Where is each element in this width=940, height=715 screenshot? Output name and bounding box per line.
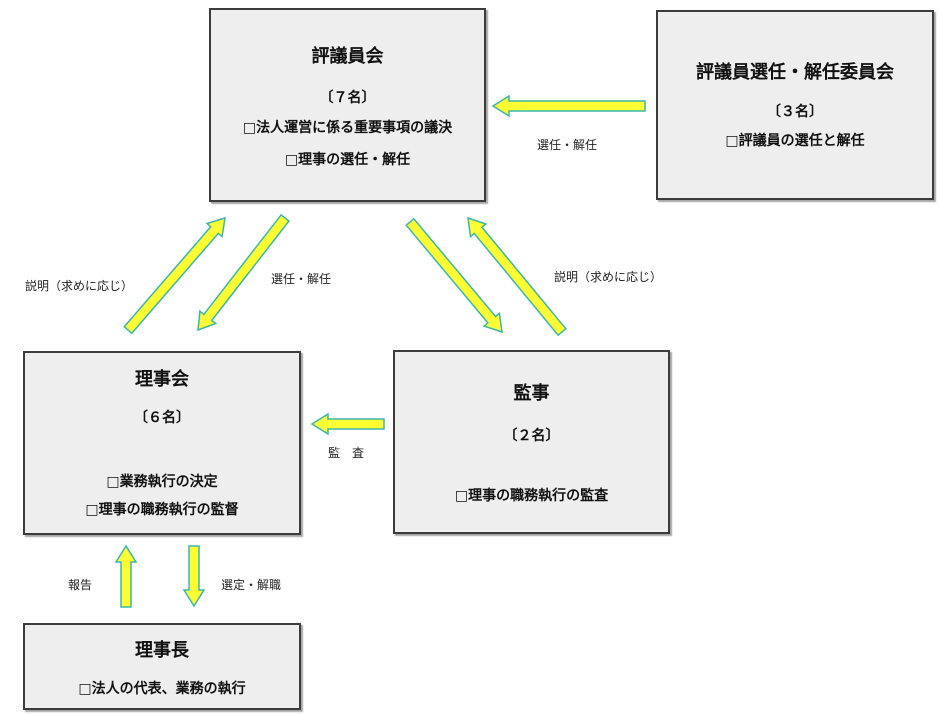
- label-auditors-to-board: 監 査: [328, 446, 365, 460]
- councilors-count: 〔７名〕: [319, 90, 376, 106]
- selection-committee-title: 評議員選任・解任委員会: [696, 62, 894, 83]
- councilors-duty-2: □理事の選任・解任: [284, 152, 411, 168]
- label-chairman-to-board: 報告: [68, 578, 93, 592]
- auditors-count: 〔２名〕: [503, 428, 560, 444]
- label-councilors-to-board: 選任・解任: [271, 272, 332, 286]
- arrow-board-to-councilors: [123, 216, 226, 335]
- board-duty-1: □業務執行の決定: [106, 474, 218, 490]
- arrow-councilors-to-board: [197, 213, 290, 332]
- arrow-auditors-to-councilors: [467, 216, 567, 337]
- board-duty-2: □理事の職務執行の監督: [85, 502, 239, 518]
- label-board-to-councilors: 説明（求めに応じ）: [25, 279, 134, 293]
- label-board-to-chairman: 選定・解職: [221, 578, 282, 592]
- board-box: 理事会 〔６名〕 □業務執行の決定 □理事の職務執行の監督: [23, 351, 301, 535]
- selection-committee-box: 評議員選任・解任委員会 〔３名〕 □評議員の選任と解任: [656, 10, 934, 200]
- auditors-duty-1: □理事の職務執行の監査: [454, 488, 609, 504]
- board-count: 〔６名〕: [134, 410, 190, 426]
- arrow-committee-to-councilors: [491, 94, 646, 118]
- label-committee-to-councilors: 選任・解任: [537, 138, 598, 152]
- councilors-duty-1: □法人運営に係る重要事項の議決: [242, 120, 453, 136]
- chairman-title: 理事長: [135, 640, 189, 661]
- chairman-box: 理事長 □法人の代表、業務の執行: [23, 623, 301, 710]
- arrow-councilors-to-auditors: [405, 217, 503, 334]
- arrow-chairman-to-board: [114, 544, 138, 608]
- chairman-duty-1: □法人の代表、業務の執行: [78, 681, 246, 697]
- selection-committee-count: 〔３名〕: [767, 104, 823, 120]
- auditors-title: 監事: [513, 383, 550, 404]
- label-auditors-to-councilors: 説明（求めに応じ）: [554, 270, 663, 284]
- councilors-title: 評議員会: [311, 46, 384, 67]
- board-title: 理事会: [135, 369, 189, 390]
- arrow-board-to-chairman: [182, 545, 206, 608]
- auditors-box: 監事 〔２名〕 □理事の職務執行の監査: [393, 350, 670, 534]
- selection-committee-duty-1: □評議員の選任と解任: [725, 133, 865, 149]
- arrow-auditors-to-board: [310, 412, 385, 436]
- councilors-box: 評議員会 〔７名〕 □法人運営に係る重要事項の議決 □理事の選任・解任: [209, 8, 486, 202]
